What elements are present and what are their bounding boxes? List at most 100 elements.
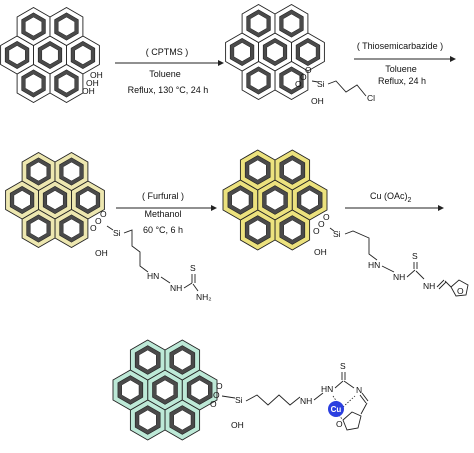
bond-c-n-5 — [343, 380, 355, 389]
arrow-1-solvent: Toluene — [149, 69, 181, 79]
hex-ring-hole — [299, 42, 317, 62]
arrow-1-head — [218, 60, 224, 66]
hex-cluster-4 — [222, 149, 328, 251]
hex-ring-hole — [79, 190, 97, 210]
atom-o-2c: O — [295, 79, 302, 89]
atom-o-3a: O — [100, 209, 107, 219]
bond-nh-c-4 — [406, 269, 416, 278]
atom-s-3: S — [190, 263, 196, 273]
hex-ring-hole — [282, 13, 300, 34]
chain-propyl-2 — [327, 80, 367, 97]
hex-ring-hole — [57, 16, 75, 37]
arrow-2-reagent: ( Thiosemicarbazide ) — [357, 41, 443, 51]
atom-hn-3: HN — [147, 271, 159, 281]
bond-n-ch-4b — [438, 281, 447, 290]
hex-ring-hole — [250, 13, 268, 34]
bond-o-si-4 — [329, 227, 335, 232]
bond-o-si-2 — [311, 80, 319, 83]
arrow-4-reagent-sub: 2 — [408, 197, 412, 204]
atom-o-2b: O — [300, 72, 307, 82]
arrow-3-solvent: Methanol — [144, 209, 181, 219]
atom-si-4: Si — [333, 229, 341, 239]
arrow-3-head — [211, 205, 217, 211]
structure-5-cu-complex: O O O Si OH NH HN S N O Cu — [112, 339, 369, 441]
hex-ring-hole — [8, 45, 26, 65]
bond-o-si-5 — [221, 395, 236, 399]
atom-o-2a: O — [305, 65, 312, 75]
structure-2-chloropropyl: O O O Si OH Cl — [225, 3, 375, 106]
atom-o-furan-4: O — [457, 286, 464, 296]
atom-nh2-3: NH₂ — [196, 292, 212, 302]
arrow-1: ( CPTMS ) Toluene Reflux, 130 °C, 24 h — [115, 47, 224, 95]
hex-ring-hole — [266, 189, 284, 211]
bond-n-ch-5a — [359, 394, 367, 404]
bond-n-ch-5b — [361, 392, 369, 402]
hex-ring-hole — [283, 159, 302, 181]
atom-o-4b: O — [318, 219, 325, 229]
hex-ring-hole — [74, 45, 92, 65]
atom-o-5c: O — [210, 399, 217, 409]
hex-cluster-2 — [225, 3, 325, 101]
arrow-3: ( Furfural ) Methanol 60 °C, 6 h — [116, 191, 217, 235]
copper-atom — [328, 401, 344, 417]
hex-ring-hole — [62, 218, 80, 239]
hex-ring-hole — [138, 409, 157, 431]
atom-o-4c: O — [313, 226, 320, 236]
hex-ring-hole — [300, 189, 319, 211]
arrow-2-head — [450, 56, 456, 62]
hex-ring-hole — [282, 70, 300, 91]
atom-s-4: S — [412, 251, 418, 261]
bond-n-ch-4a — [436, 279, 445, 288]
coord-bond-n2 — [342, 395, 356, 408]
hex-ring-hole — [266, 42, 284, 62]
atom-hn-5: HN — [321, 384, 333, 394]
bond-nh-hn-5 — [313, 392, 324, 401]
hex-ring-hole — [25, 73, 43, 94]
bond-ch-furan-4 — [444, 280, 452, 288]
hex-ring-hole — [41, 45, 59, 65]
atom-o-4a: O — [323, 212, 330, 222]
hex-ring-hole — [156, 379, 174, 401]
arrow-2-conditions: Reflux, 24 h — [378, 76, 426, 86]
hex-cluster-1 — [0, 6, 100, 104]
atom-o-3c: O — [90, 223, 97, 233]
atom-si-3: Si — [113, 228, 121, 238]
atom-o-3b: O — [95, 216, 102, 226]
arrow-4-reagent-base: Cu (OAc) — [370, 191, 408, 201]
bond-c-nh2-3 — [192, 283, 199, 292]
hex-ring-hole — [248, 219, 267, 241]
atom-oh-3: OH — [95, 248, 108, 258]
furan-ring-4 — [450, 279, 469, 297]
arrow-1-conditions: Reflux, 130 °C, 24 h — [128, 85, 209, 95]
structure-3-thiosemicarbazide: O O O Si OH HN NH S NH₂ — [5, 151, 212, 302]
atom-oh-1b: OH — [86, 78, 99, 88]
atom-si-5: Si — [235, 395, 243, 405]
atom-si-2: Si — [317, 79, 325, 89]
atom-hn-4: HN — [368, 260, 380, 270]
hex-ring-hole — [233, 42, 251, 62]
atom-nh-4b: NH — [423, 281, 435, 291]
atom-nh-5: NH — [300, 396, 312, 406]
arrow-2: ( Thiosemicarbazide ) Toluene Reflux, 24… — [354, 41, 456, 86]
hex-ring-hole — [250, 70, 268, 91]
bond-hn-c-5 — [334, 380, 344, 389]
atom-oh-1c: OH — [82, 86, 95, 96]
chain-propyl-4 — [344, 230, 378, 261]
atom-cl: Cl — [367, 93, 375, 103]
hex-ring-hole — [231, 189, 250, 211]
atom-oh-1a: OH — [90, 70, 103, 80]
hex-ring-hole — [283, 219, 302, 241]
coord-bond-n — [332, 395, 338, 403]
hex-ring-hole — [30, 218, 48, 239]
structure-1-graphene-oxide: OH OH OH — [0, 6, 103, 104]
arrow-1-reagent: ( CPTMS ) — [146, 47, 189, 57]
atom-o-furan-5: O — [336, 419, 343, 429]
chain-propyl-5 — [245, 394, 301, 406]
atom-s-5: S — [340, 361, 346, 371]
hex-ring-hole — [57, 73, 75, 94]
bond-c-nh-4 — [415, 270, 425, 280]
atom-nh-3: NH — [170, 283, 182, 293]
arrow-4-head — [438, 205, 444, 211]
structure-4-schiff-base: O O O Si OH HN NH S NH O — [222, 149, 469, 297]
